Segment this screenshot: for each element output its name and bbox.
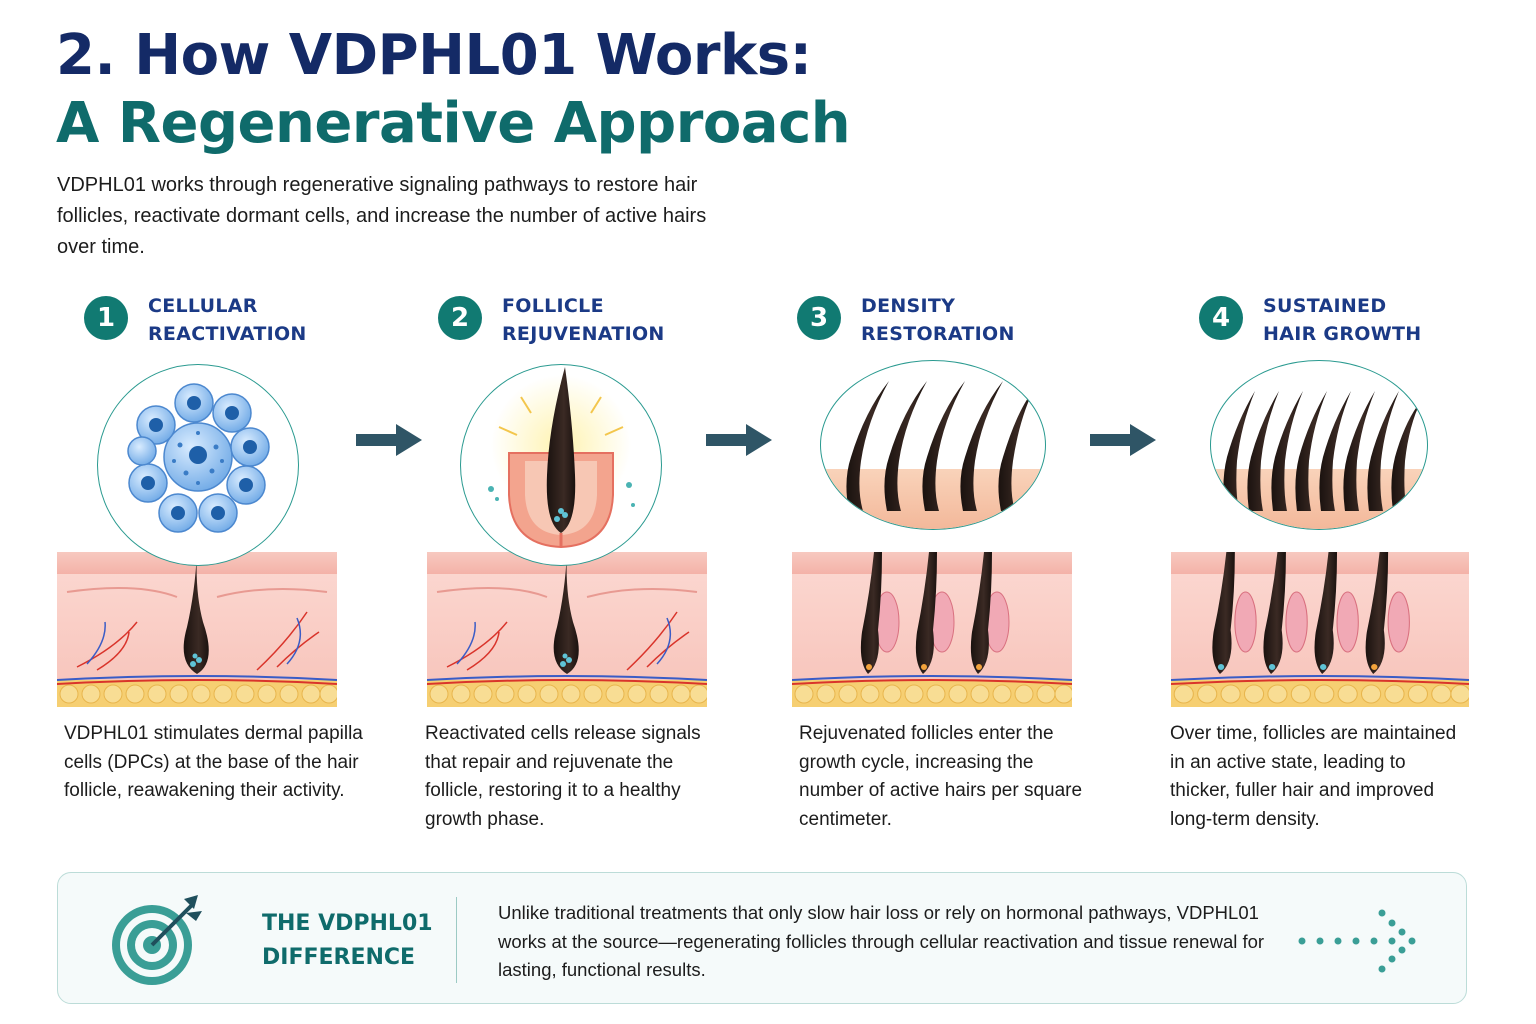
step-1-header: 1 CELLULAR REACTIVATION [84, 292, 348, 348]
step-3-header: 3 DENSITY RESTORATION [797, 292, 1061, 348]
difference-title: THE VDPHL01 DIFFERENCE [262, 907, 452, 975]
step-2-header: 2 FOLLICLE REJUVENATION [438, 292, 702, 348]
step-3-number-badge: 3 [797, 296, 841, 340]
step-1-title-line1: CELLULAR [148, 295, 258, 317]
step-2-number-badge: 2 [438, 296, 482, 340]
follicle-rejuvenation-illustration [460, 364, 662, 566]
step-1-title-line2: REACTIVATION [148, 323, 307, 345]
callout-divider [456, 897, 457, 983]
skin-cross-section-2 [427, 552, 707, 707]
step-4-number-badge: 4 [1199, 296, 1243, 340]
cell-cluster-illustration [97, 364, 299, 566]
step-4-title: SUSTAINED HAIR GROWTH [1263, 292, 1463, 348]
step-4-header: 4 SUSTAINED HAIR GROWTH [1199, 292, 1463, 348]
arrow-right-icon [356, 424, 422, 456]
page-title-line2: A Regenerative Approach [56, 91, 851, 156]
page-title-line1: 2. How VDPHL01 Works: [56, 23, 812, 88]
density-hair-illustration [820, 360, 1046, 530]
skin-cross-section-1 [57, 552, 337, 707]
step-3-title-line1: DENSITY [861, 295, 956, 317]
difference-title-line2: DIFFERENCE [262, 945, 416, 970]
step-2-title-line1: FOLLICLE [502, 295, 604, 317]
step-2-title-line2: REJUVENATION [502, 323, 665, 345]
skin-cross-section-4 [1171, 552, 1469, 707]
step-2-title: FOLLICLE REJUVENATION [502, 292, 702, 348]
step-4-title-line1: SUSTAINED [1263, 295, 1387, 317]
arrow-right-icon [706, 424, 772, 456]
sustained-hair-illustration [1210, 360, 1428, 530]
step-4-title-line2: HAIR GROWTH [1263, 323, 1422, 345]
intro-text: VDPHL01 works through regenerative signa… [57, 174, 707, 258]
skin-cross-section-3 [792, 552, 1072, 707]
step-3-title: DENSITY RESTORATION [861, 292, 1061, 348]
dotted-arrow-icon [1298, 909, 1416, 973]
target-icon [112, 895, 202, 985]
step-4-description: Over time, follicles are maintained in a… [1170, 723, 1457, 830]
step-1-description: VDPHL01 stimulates dermal papilla cells … [64, 723, 363, 801]
step-1-title: CELLULAR REACTIVATION [148, 292, 348, 348]
arrow-right-icon [1090, 424, 1156, 456]
difference-callout: THE VDPHL01 DIFFERENCE Unlike traditiona… [57, 872, 1467, 1004]
difference-title-line1: THE VDPHL01 [262, 911, 433, 936]
step-3-title-line2: RESTORATION [861, 323, 1015, 345]
difference-text: Unlike traditional treatments that only … [498, 902, 1265, 980]
step-1-number-badge: 1 [84, 296, 128, 340]
step-2-description: Reactivated cells release signals that r… [425, 723, 701, 830]
step-3-description: Rejuvenated follicles enter the growth c… [799, 723, 1083, 830]
